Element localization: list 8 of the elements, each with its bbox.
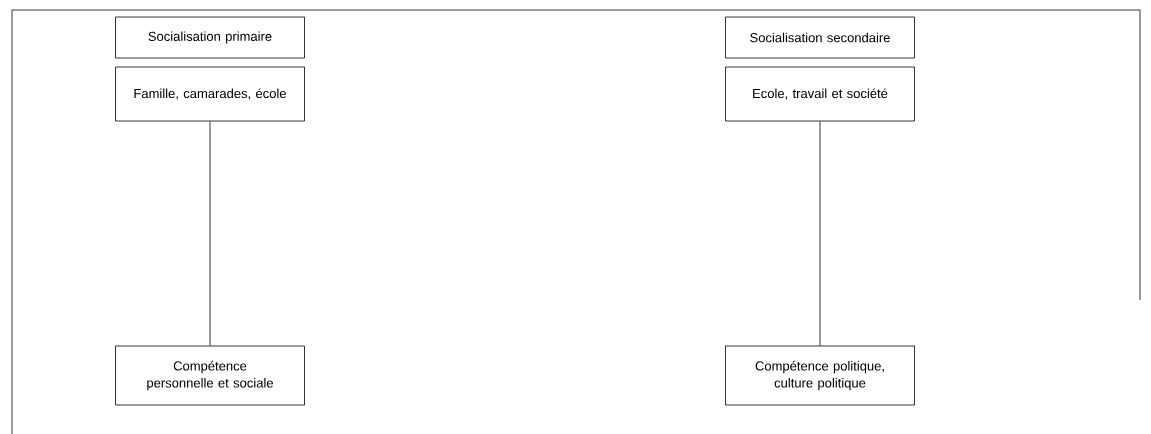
text-box: Socialisation primaire	[115, 16, 305, 59]
text-box: Socialisation secondaire	[725, 16, 915, 59]
text-box: Ecole, travail et société	[725, 66, 915, 122]
text-box: Famille, camarades, école	[115, 66, 305, 122]
text-box: Compétence politique, culture politique	[725, 345, 915, 406]
connector-line	[209, 121, 211, 346]
text-box: Compétence personnelle et sociale	[115, 345, 305, 406]
connector-line	[819, 121, 821, 346]
